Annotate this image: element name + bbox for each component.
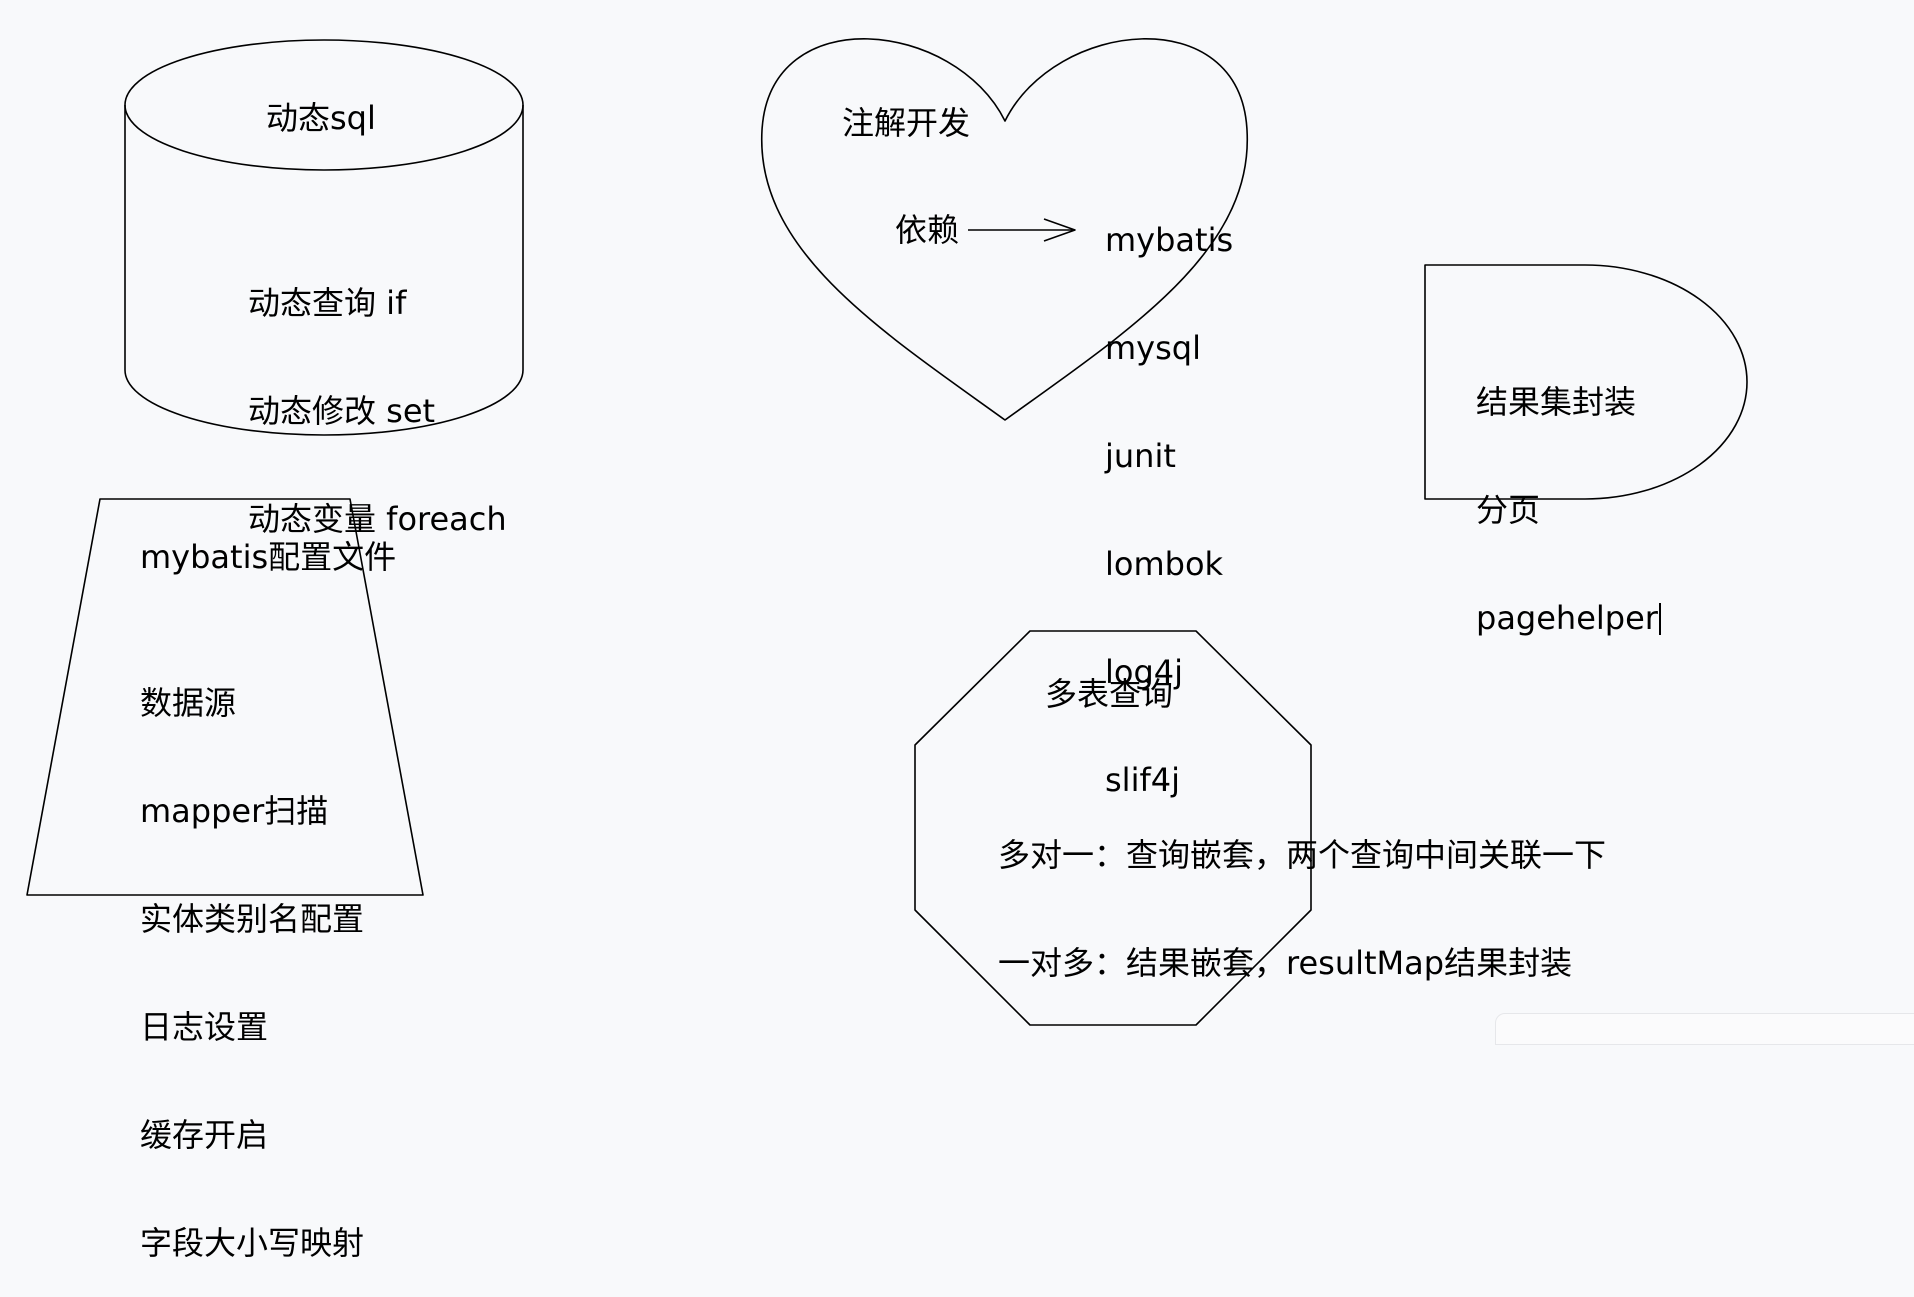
- heart-title: 注解开发: [842, 104, 971, 142]
- octagon-shape[interactable]: [914, 630, 1312, 1026]
- result-line: 分页: [1476, 491, 1541, 529]
- config-item: 数据源: [140, 684, 237, 722]
- result-line-last: pagehelper: [1476, 600, 1661, 636]
- corner-panel: [1495, 1013, 1914, 1045]
- dependency-arrow: [968, 218, 1076, 242]
- dependency-item: lombok: [1105, 545, 1224, 583]
- arrow-head: [1043, 218, 1076, 242]
- heart-shape[interactable]: [761, 38, 1248, 421]
- arrow-label: 依赖: [895, 211, 960, 249]
- result-line: 结果集封装: [1476, 383, 1637, 421]
- config-item: 实体类别名配置: [140, 900, 365, 938]
- cylinder-shape[interactable]: [124, 39, 524, 436]
- cylinder-line: 动态修改 set: [248, 392, 436, 430]
- dependency-list: mybatis mysql junit lombok log4j slif4j: [1105, 150, 1233, 834]
- dependency-item: junit: [1105, 437, 1176, 475]
- octagon-line: 一对多：结果嵌套，resultMap结果封装: [998, 944, 1573, 982]
- result-text[interactable]: 结果集封装 分页 pagehelper: [1476, 312, 1661, 672]
- dependency-item: mybatis: [1105, 221, 1234, 259]
- cylinder-body: [124, 105, 524, 436]
- trapezoid-title: mybatis配置文件: [140, 538, 397, 576]
- cylinder-text: 动态查询 if 动态修改 set 动态变量 foreach: [248, 213, 507, 573]
- text-cursor: [1658, 603, 1661, 635]
- diagram-canvas: [26, 38, 1748, 1026]
- trapezoid-text: 数据源 mapper扫描 实体类别名配置 日志设置 缓存开启 字段大小写映射: [140, 613, 364, 1297]
- octagon-title: 多表查询: [1045, 675, 1174, 713]
- dependency-item: log4j: [1105, 653, 1184, 691]
- result-line: pagehelper: [1476, 599, 1658, 637]
- cylinder-title: 动态sql: [266, 99, 376, 137]
- trapezoid-shape[interactable]: [26, 498, 424, 896]
- octagon-text: 多对一：查询嵌套，两个查询中间关联一下 一对多：结果嵌套，resultMap结果…: [998, 765, 1606, 1017]
- octagon-line: 多对一：查询嵌套，两个查询中间关联一下: [998, 836, 1607, 874]
- dependency-item: mysql: [1105, 329, 1201, 367]
- config-item: 日志设置: [140, 1008, 269, 1046]
- cylinder-line: 动态变量 foreach: [248, 500, 507, 538]
- result-shape[interactable]: [1424, 264, 1748, 500]
- cylinder-line: 动态查询 if: [248, 284, 407, 322]
- config-item: 字段大小写映射: [140, 1224, 365, 1262]
- config-item: 缓存开启: [140, 1116, 269, 1154]
- config-item: mapper扫描: [140, 792, 329, 830]
- dependency-item: slif4j: [1105, 761, 1180, 799]
